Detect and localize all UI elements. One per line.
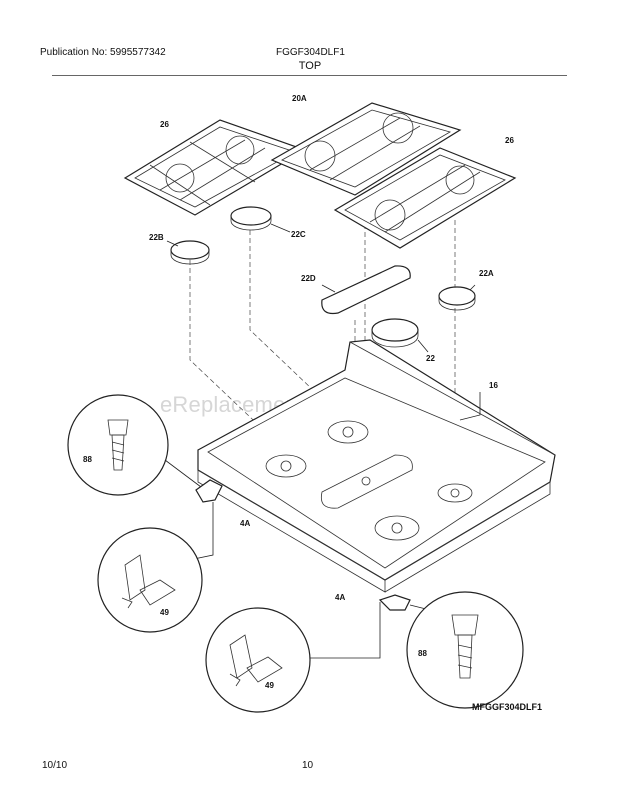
callout-22: 22 — [426, 354, 435, 363]
callout-22d: 22D — [301, 274, 316, 283]
page-number: 10 — [302, 760, 314, 771]
callout-26-left: 26 — [160, 120, 169, 129]
clip-left[interactable] — [195, 479, 223, 503]
callout-20a: 20A — [292, 94, 307, 103]
callout-4a-left: 4A — [240, 519, 250, 528]
callout-22a: 22A — [479, 269, 494, 278]
cooktop-main-top[interactable] — [197, 339, 556, 593]
burner-cap-22[interactable] — [371, 318, 419, 348]
section-title: TOP — [298, 60, 322, 72]
model-number: FGGF304DLF1 — [276, 47, 345, 58]
footer-date: 10/10 — [42, 760, 68, 771]
burner-cap-22d-simmer-bar[interactable] — [321, 265, 411, 315]
screw-detail-left[interactable] — [67, 394, 169, 496]
burner-cap-22b[interactable] — [170, 240, 210, 265]
callout-22b: 22B — [149, 233, 164, 242]
callout-22c: 22C — [291, 230, 306, 239]
callout-16: 16 — [489, 381, 498, 390]
screw-detail-right[interactable] — [406, 591, 524, 709]
callout-88-right: 88 — [418, 649, 427, 658]
burner-cap-22a[interactable] — [438, 286, 476, 311]
grate-center[interactable] — [270, 102, 462, 196]
grate-left[interactable] — [123, 119, 307, 216]
diagram-id: MFGGF304DLF1 — [472, 702, 543, 712]
clip-right[interactable] — [378, 594, 411, 611]
bracket-detail-right[interactable] — [205, 607, 311, 713]
callout-49-left: 49 — [160, 608, 169, 617]
grate-right[interactable] — [333, 147, 517, 249]
header-rule — [52, 75, 567, 76]
callout-4a-right: 4A — [335, 593, 345, 602]
bracket-detail-left[interactable] — [97, 527, 203, 633]
callout-26-right: 26 — [505, 136, 514, 145]
callout-88-left: 88 — [83, 455, 92, 464]
burner-cap-22c[interactable] — [230, 206, 272, 231]
publication-number: Publication No: 5995577342 — [40, 47, 166, 58]
callout-49-right: 49 — [265, 681, 274, 690]
